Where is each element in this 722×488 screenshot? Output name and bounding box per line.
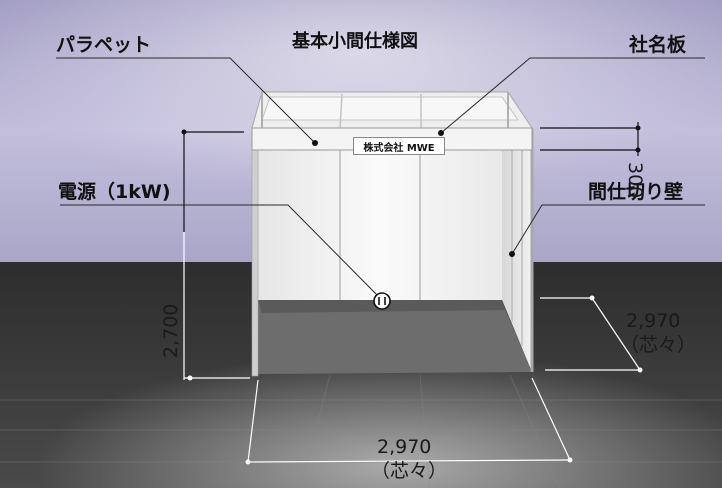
booth-floor (258, 297, 532, 374)
wall-height-dimension (183, 232, 250, 380)
depth-dimension (540, 297, 641, 371)
width-dimension (247, 377, 571, 463)
power-leader (60, 204, 383, 301)
label-power: 電源（1kW) (58, 181, 171, 203)
dimension-parapet-height: 300 (624, 162, 646, 199)
parapet-leader (56, 57, 316, 144)
label-parapet: パラペット (56, 34, 152, 56)
partition-wall (502, 150, 532, 372)
dimension-width-note: （芯々） (371, 460, 448, 482)
dimension-depth: 2,970 (626, 310, 681, 332)
nameplate-leader (440, 57, 705, 134)
back-panels (258, 150, 502, 300)
dimension-width: 2,970 (377, 436, 432, 458)
label-partition-wall: 間仕切り壁 (588, 181, 684, 203)
dimension-depth-note: （芯々） (620, 334, 697, 356)
power-outlet-icon (373, 292, 391, 310)
partition-leader (511, 204, 705, 255)
dimension-wall-height: 2,700 (160, 303, 182, 358)
label-nameplate: 社名板 (629, 34, 687, 56)
diagram-title: 基本小間仕様図 (292, 31, 418, 52)
company-sign: 株式会社 MWE (353, 137, 445, 155)
